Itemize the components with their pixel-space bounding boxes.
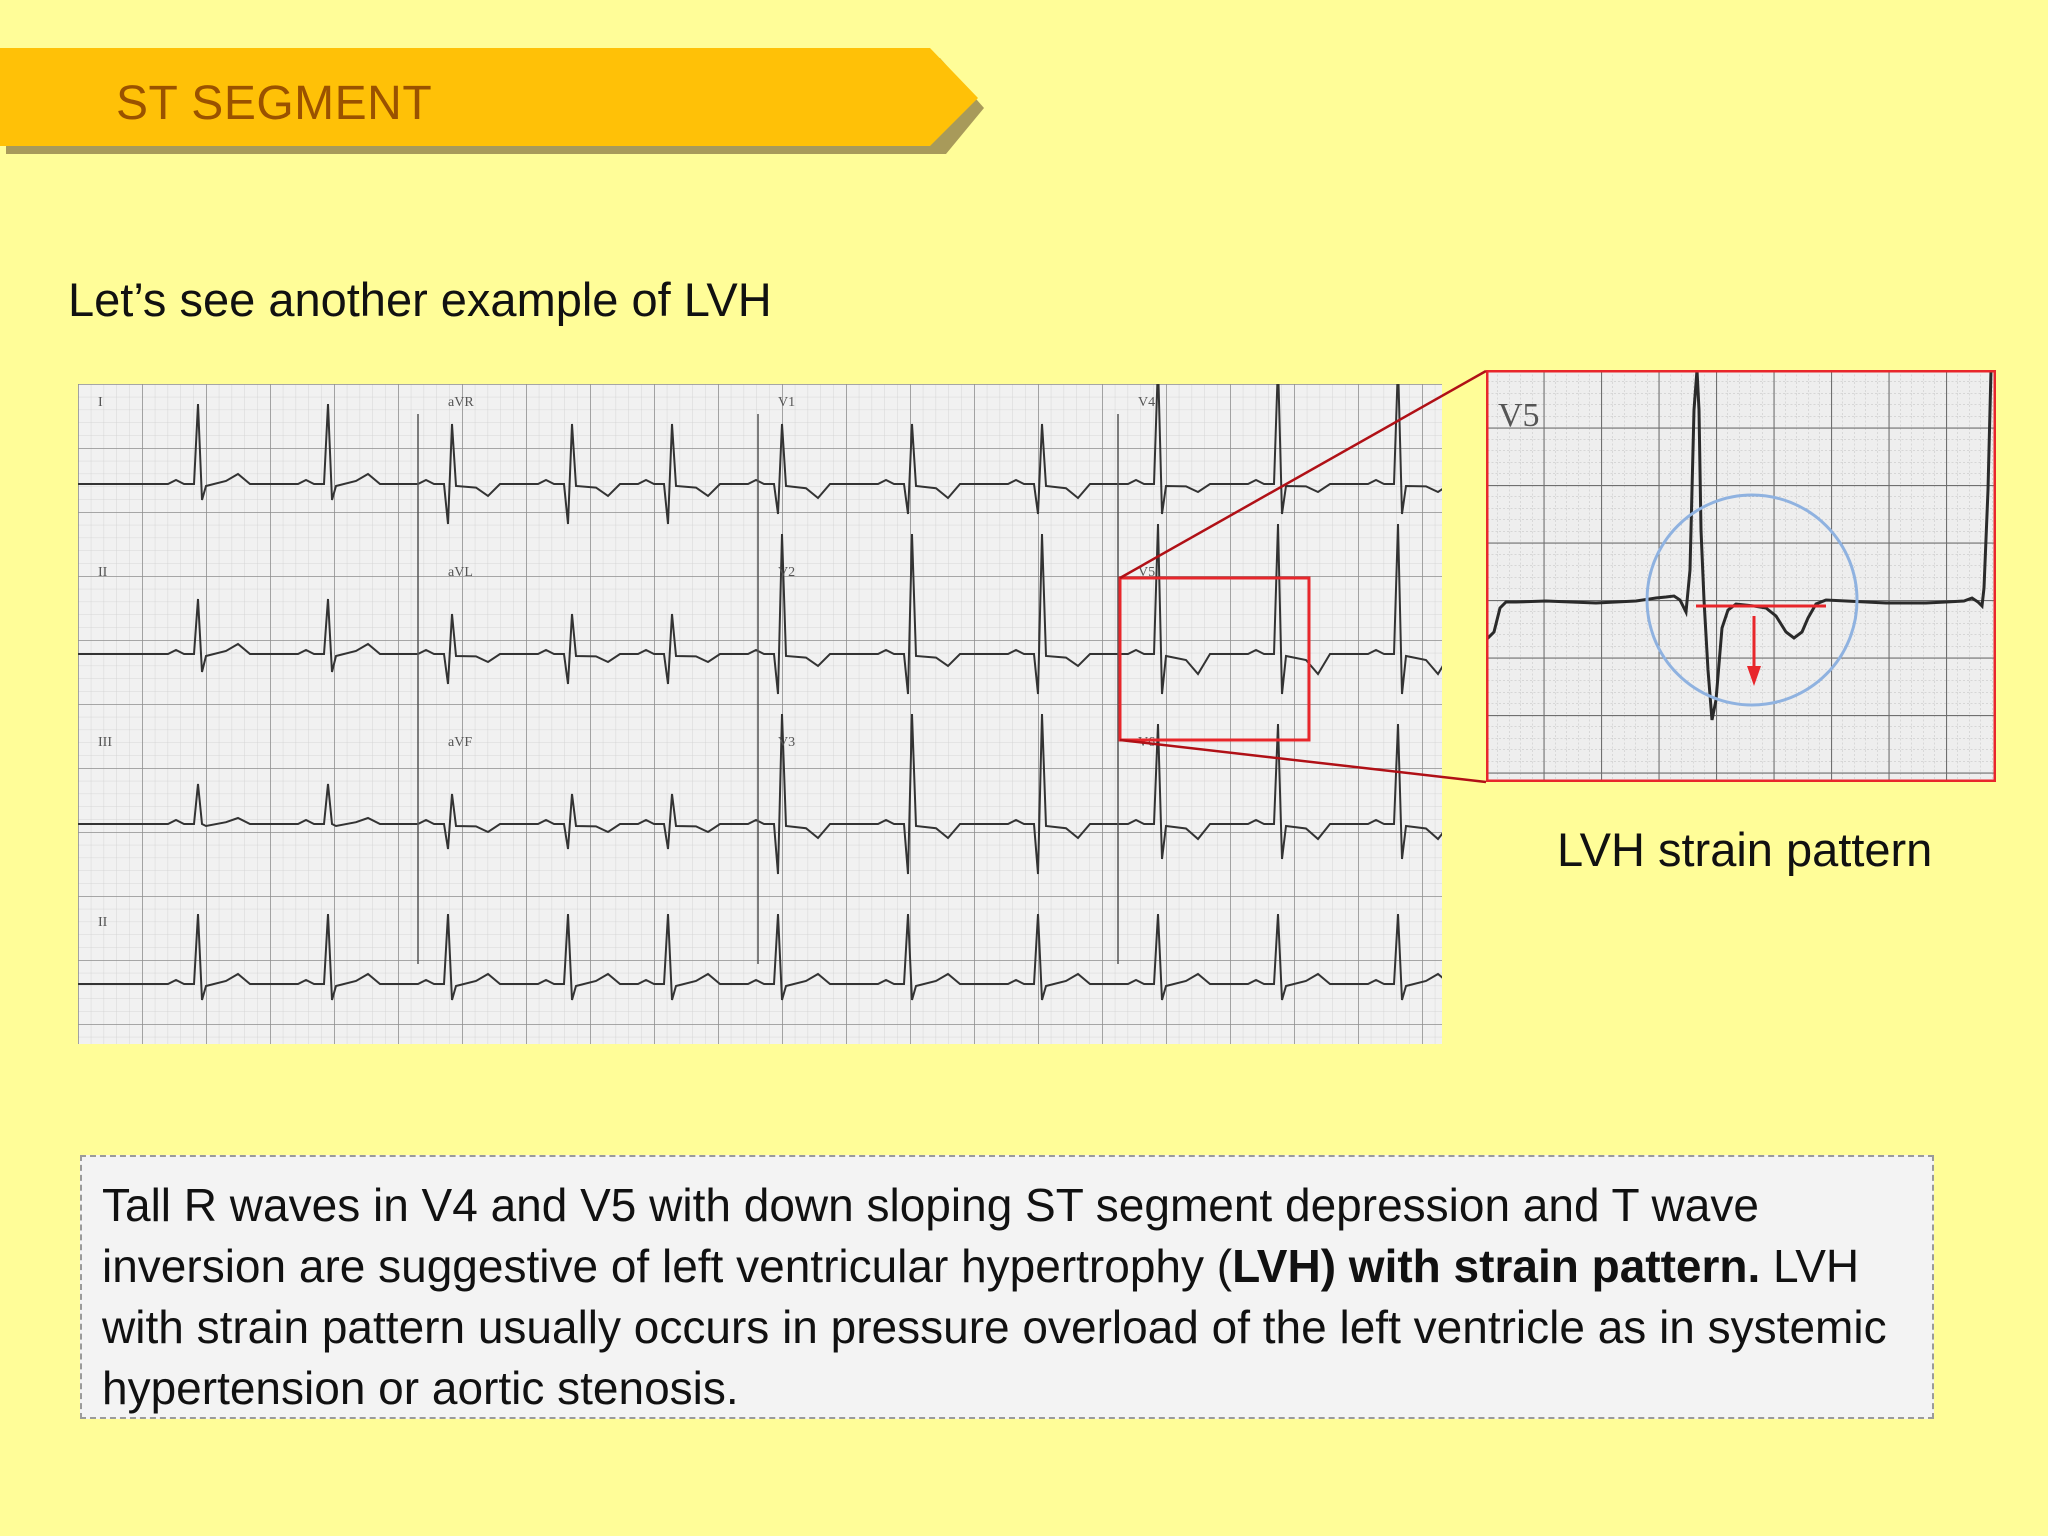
section-banner (0, 48, 984, 154)
highlight-circle (1645, 493, 1859, 707)
lead-label: I (98, 395, 103, 410)
section-title: ST SEGMENT (116, 77, 433, 130)
lead-label: V1 (778, 395, 795, 410)
lead-label: II (98, 565, 108, 580)
note-text-1: Tall R waves in V4 and V5 with down slop… (102, 1179, 1759, 1292)
note-text-2: LVH with strain pattern usually occurs i… (102, 1240, 1887, 1414)
ecg-trace-row-2 (78, 523, 1442, 695)
intro-text: Let’s see another example of LVH (68, 273, 772, 326)
lead-label: III (98, 735, 112, 750)
zoomed-v5-inset: V5 (1486, 370, 1996, 782)
lead-label: V3 (778, 735, 795, 750)
lead-label: V4 (1138, 395, 1155, 410)
lead-label: V6 (1138, 735, 1155, 750)
ecg-trace-row-3 (78, 713, 1442, 875)
depression-arrow-head (1747, 666, 1761, 686)
lead-label: aVL (448, 565, 473, 580)
lead-label: V2 (778, 565, 795, 580)
explanation-box: Tall R waves in V4 and V5 with down slop… (80, 1155, 1934, 1419)
zoom-lead-label: V5 (1498, 397, 1540, 434)
ecg-trace-row-4 (78, 913, 1442, 1001)
zoom-ecg-trace (1486, 370, 1993, 721)
lead-label: II (98, 915, 108, 930)
note-bold-text: LVH) with strain pattern. (1232, 1240, 1761, 1292)
zoom-caption: LVH strain pattern (1557, 823, 1933, 876)
lead-label: aVR (448, 395, 474, 410)
lead-label: aVF (448, 735, 472, 750)
